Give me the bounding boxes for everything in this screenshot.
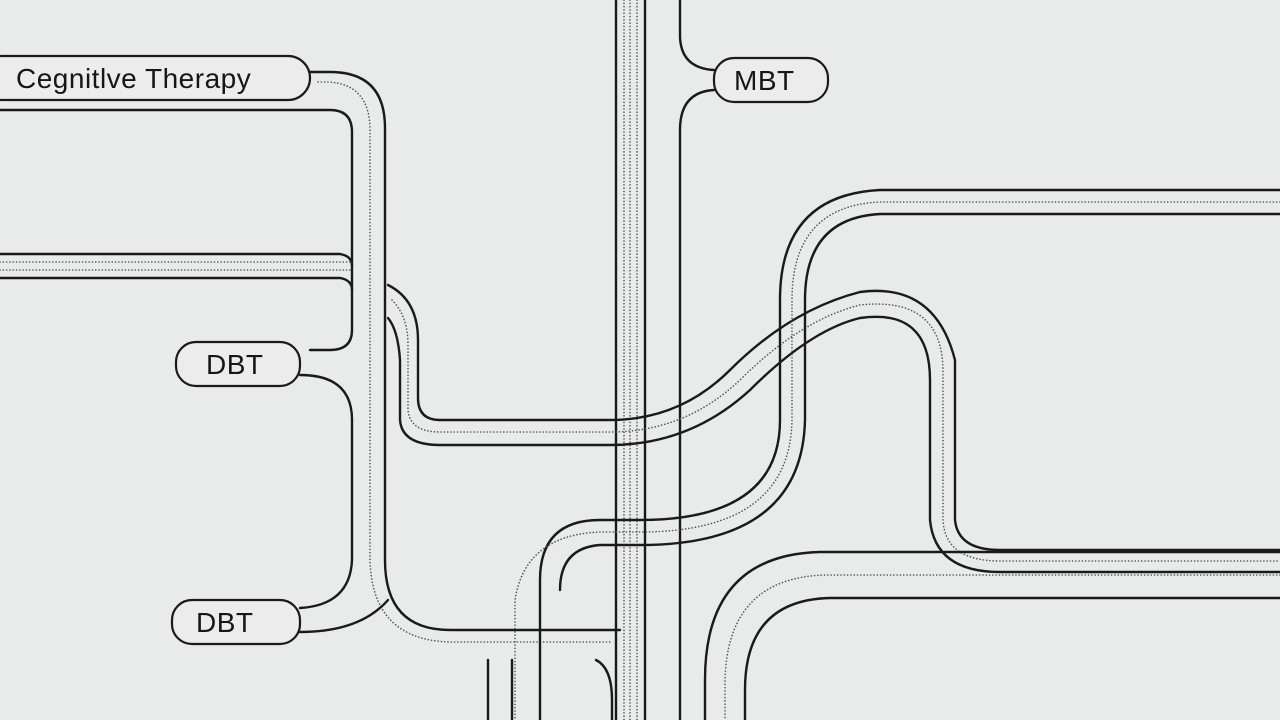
dbt-lower-line	[298, 373, 390, 634]
mbt-line	[678, 0, 716, 720]
label-mbt-text: MBT	[734, 65, 795, 96]
label-cognitive-therapy-text: Cegnitlve Therapy	[16, 63, 251, 94]
s-curve-line	[386, 283, 1280, 574]
label-dbt-lower[interactable]: DBT	[170, 598, 302, 646]
label-dbt-upper-text: DBT	[206, 349, 264, 380]
left-horizontal-line	[0, 252, 354, 292]
upper-right-loop	[514, 188, 1280, 720]
cognitive-loop	[0, 70, 622, 643]
bottom-left-verticals	[486, 658, 614, 720]
central-trunk	[614, 0, 647, 720]
label-cognitive-therapy[interactable]: Cegnitlve Therapy	[0, 54, 312, 102]
label-dbt-upper[interactable]: DBT	[174, 340, 302, 388]
label-mbt[interactable]: MBT	[712, 56, 830, 104]
bottom-right-loop	[703, 550, 1280, 720]
label-dbt-lower-text: DBT	[196, 607, 254, 638]
